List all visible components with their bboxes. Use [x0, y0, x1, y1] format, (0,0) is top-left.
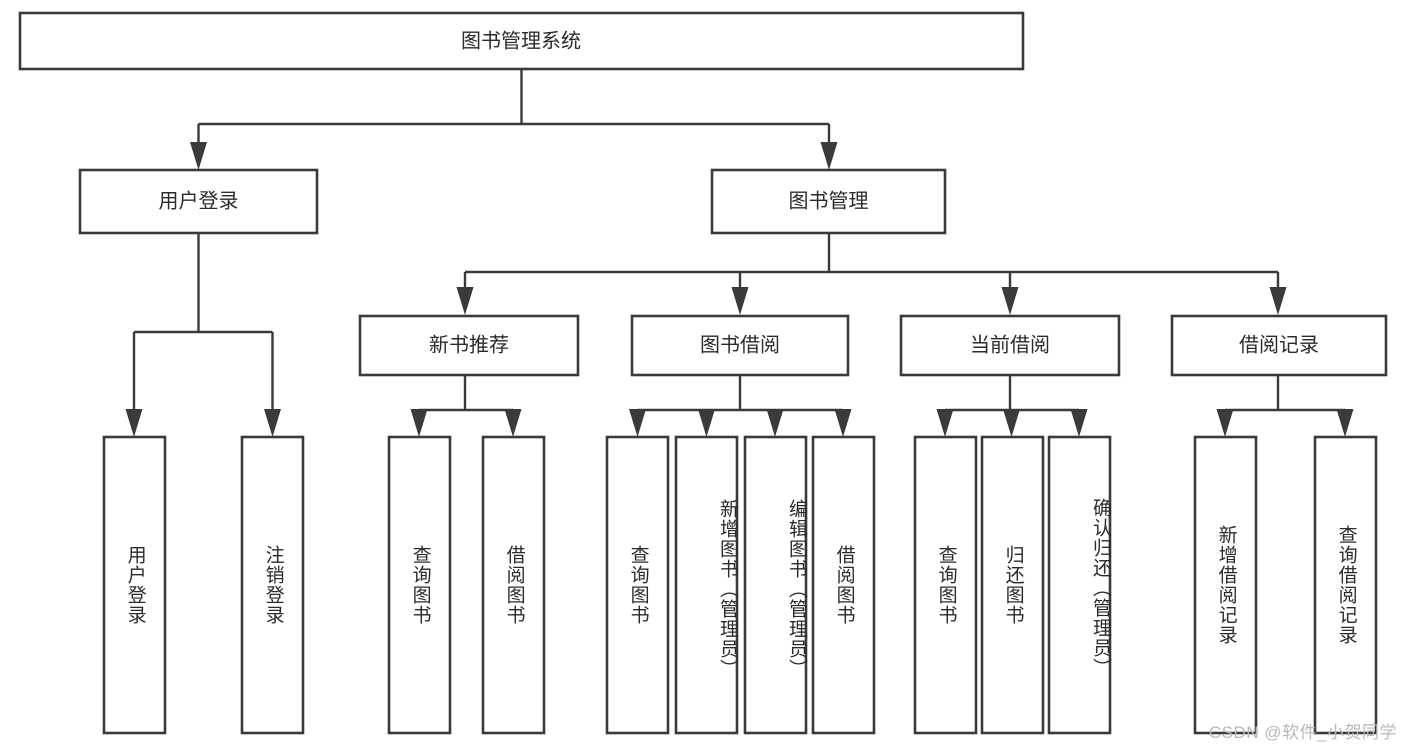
arrowhead-bb-1 — [629, 409, 646, 437]
arrowhead-cb-1 — [936, 409, 954, 437]
node-user-login-label: 用户登录 — [159, 189, 239, 212]
node-current-borrow-label: 当前借阅 — [970, 333, 1050, 356]
node-borrow-record[interactable]: 借阅记录 — [1170, 314, 1388, 377]
arrowhead-br-1 — [1216, 409, 1234, 437]
node-leaf-bb-3-box[interactable] — [743, 435, 808, 735]
arrowhead-bb-3 — [766, 409, 784, 437]
node-leaf-br-1-box[interactable] — [1193, 435, 1258, 735]
node-leaf-cb-3-box[interactable] — [1047, 435, 1112, 735]
arrowhead-l3-2 — [731, 287, 749, 315]
arrowhead-cb-2 — [1003, 409, 1020, 437]
node-leaf-bb-2-box[interactable] — [674, 435, 739, 735]
node-leaf-bb-4-box[interactable] — [811, 435, 876, 735]
arrowhead-ul-2 — [264, 409, 281, 437]
watermark-text: CSDN @软件_小贺同学 — [1208, 723, 1397, 742]
arrowhead-bb-4 — [834, 409, 852, 437]
node-user-login[interactable]: 用户登录 — [78, 168, 319, 235]
node-current-borrow[interactable]: 当前借阅 — [899, 314, 1121, 377]
node-book-borrow-label: 图书借阅 — [700, 333, 780, 356]
node-leaf-nb-1-box[interactable] — [387, 435, 452, 735]
arrowhead-bb-2 — [698, 409, 715, 437]
node-borrow-record-label: 借阅记录 — [1239, 333, 1319, 356]
node-root-label: 图书管理系统 — [461, 29, 581, 52]
arrowhead-l3-4 — [1269, 287, 1287, 315]
arrowhead-nb-2 — [504, 409, 522, 437]
node-book-borrow[interactable]: 图书借阅 — [630, 314, 850, 377]
arrowhead-br-2 — [1336, 409, 1354, 437]
node-leaf-cb-1-box[interactable] — [913, 435, 978, 735]
node-book-borrow-box[interactable] — [630, 314, 850, 377]
node-leaf-ul-1-box[interactable] — [102, 435, 167, 735]
arrowhead-ul-1 — [125, 409, 143, 437]
arrowhead-book-manage — [820, 142, 838, 170]
arrowhead-cb-3 — [1070, 409, 1088, 437]
connector-group — [125, 69, 1354, 437]
node-borrow-record-box[interactable] — [1170, 314, 1388, 377]
node-leaf-nb-2-box[interactable] — [481, 435, 546, 735]
arrowhead-l3-3 — [1001, 287, 1019, 315]
node-book-manage-box[interactable] — [710, 168, 947, 235]
arrowhead-l3-1 — [456, 287, 474, 315]
arrowhead-nb-1 — [410, 409, 428, 437]
node-leaf-cb-2-box[interactable] — [980, 435, 1045, 735]
node-leaf-br-2-box[interactable] — [1313, 435, 1378, 735]
node-new-book-recommend[interactable]: 新书推荐 — [358, 314, 580, 377]
node-current-borrow-box[interactable] — [899, 314, 1121, 377]
node-root[interactable]: 图书管理系统 — [18, 11, 1025, 71]
arrowhead-user-login — [190, 142, 207, 170]
node-leaf-bb-1-box[interactable] — [605, 435, 670, 735]
node-book-manage[interactable]: 图书管理 — [710, 168, 947, 235]
node-new-book-recommend-box[interactable] — [358, 314, 580, 377]
node-new-book-recommend-label: 新书推荐 — [429, 333, 509, 356]
node-leaf-ul-2-box[interactable] — [240, 435, 305, 735]
node-user-login-box[interactable] — [78, 168, 319, 235]
node-root-box[interactable] — [18, 11, 1025, 71]
node-book-manage-label: 图书管理 — [789, 189, 869, 212]
